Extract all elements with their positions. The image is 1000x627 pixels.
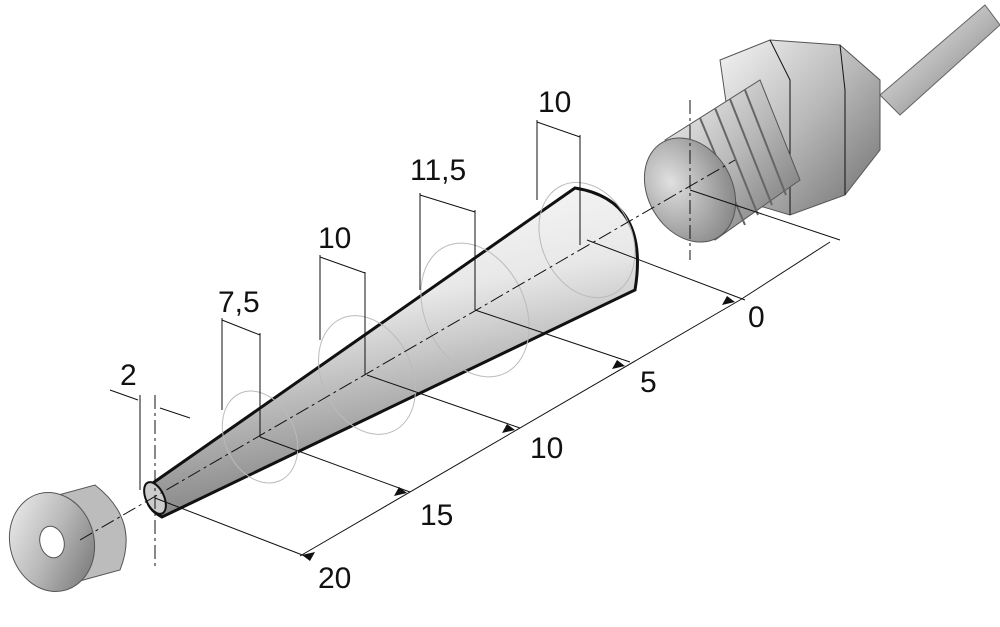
detection-cone [143,181,639,519]
distance-label-20: 20 [318,562,351,595]
sensor-cable [879,4,1000,116]
width-label-7-5: 7,5 [218,286,260,319]
distance-label-0: 0 [748,301,765,334]
distance-label-5: 5 [640,366,657,399]
distance-label-15: 15 [420,499,453,532]
distance-scale [154,189,841,561]
width-label-10: 10 [318,222,351,255]
width-label-2: 2 [120,359,137,392]
width-label-10-top: 10 [538,86,571,119]
distance-label-10: 10 [530,432,563,465]
width-dimensions [109,120,581,490]
target-washer [8,484,127,593]
width-label-11-5: 11,5 [410,154,466,187]
center-axis [79,159,736,541]
